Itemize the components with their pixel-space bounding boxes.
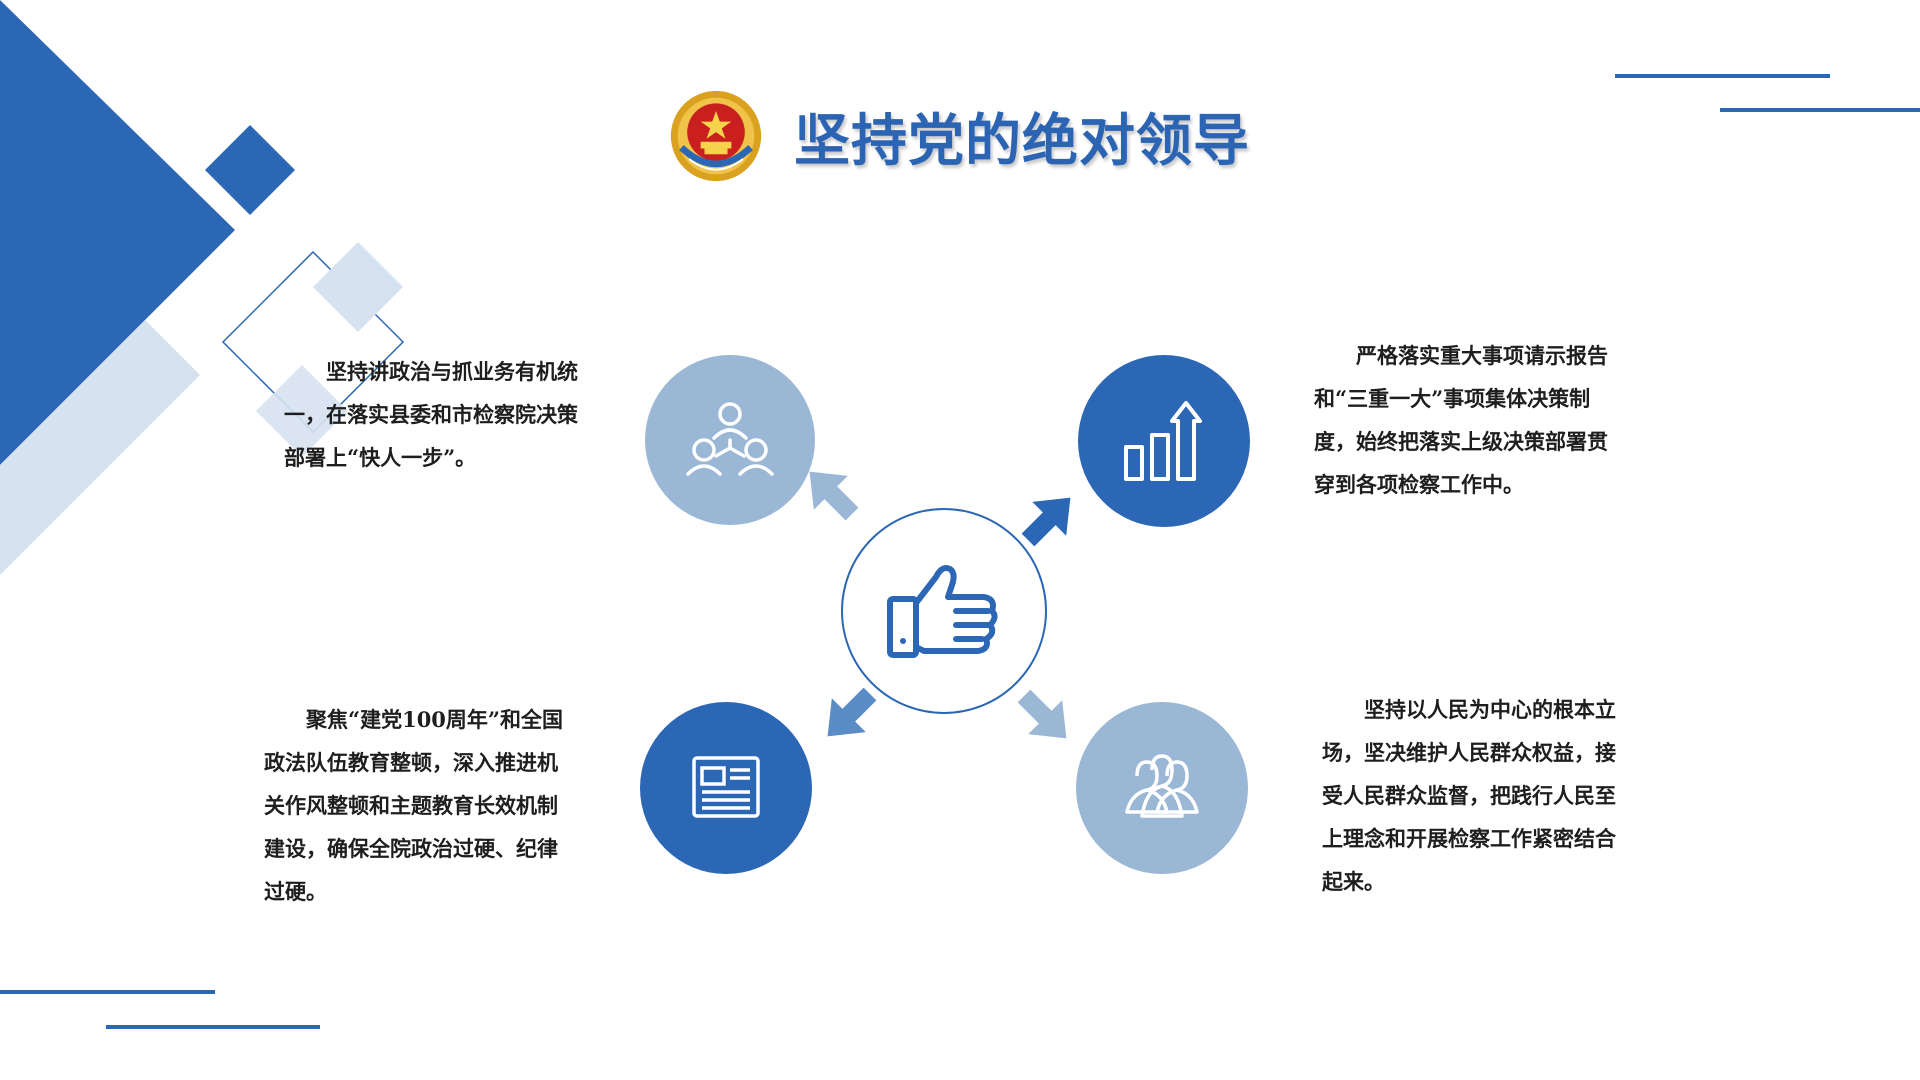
page-title: 坚持党的绝对领导	[794, 107, 1250, 174]
bar-chart-growth-icon	[1124, 401, 1202, 481]
procuratorate-emblem-icon	[670, 90, 762, 182]
pale-diamond-upper	[313, 242, 403, 332]
thumbs-up-icon	[887, 565, 998, 658]
newspaper-document-icon	[692, 756, 760, 818]
team-hierarchy-icon	[686, 402, 774, 476]
arrow-bottom-right	[1017, 689, 1067, 739]
arrow-bottom-left	[827, 687, 877, 737]
circle-top-left	[645, 355, 815, 525]
text-block-top-right: 严格落实重大事项请示报告和“三重一大”事项集体决策制度，始终把落实上级决策部署贯…	[1314, 343, 1608, 497]
left-blue-triangle	[0, 0, 235, 465]
circle-bottom-left	[640, 702, 812, 874]
text-block-top-left: 坚持讲政治与抓业务有机统一，在落实县委和市检察院决策部署上“快人一步”。	[284, 359, 578, 470]
top-right-line-2	[1720, 108, 1920, 112]
left-pale-triangle	[0, 320, 200, 575]
pale-diamond-lower	[256, 365, 348, 457]
text-block-bottom-left: 聚焦“建党100周年”和全国政法队伍教育整顿，深入推进机关作风整顿和主题教育长效…	[264, 707, 563, 904]
bottom-left-line-2	[106, 1025, 320, 1029]
arrow-top-left	[809, 471, 859, 521]
title-area: 坚持党的绝对领导	[668, 88, 1250, 184]
circle-center	[841, 508, 1047, 714]
small-blue-diamond	[205, 125, 295, 215]
people-group-icon	[1125, 754, 1199, 818]
bottom-left-line-1	[0, 990, 215, 994]
text-block-bottom-right: 坚持以人民为中心的根本立场，坚决维护人民群众权益，接受人民群众监督，把践行人民至…	[1322, 697, 1616, 894]
circle-bottom-right	[1076, 702, 1248, 874]
arrow-top-right	[1021, 497, 1071, 547]
circle-top-right	[1078, 355, 1250, 527]
top-right-line-1	[1615, 74, 1830, 78]
